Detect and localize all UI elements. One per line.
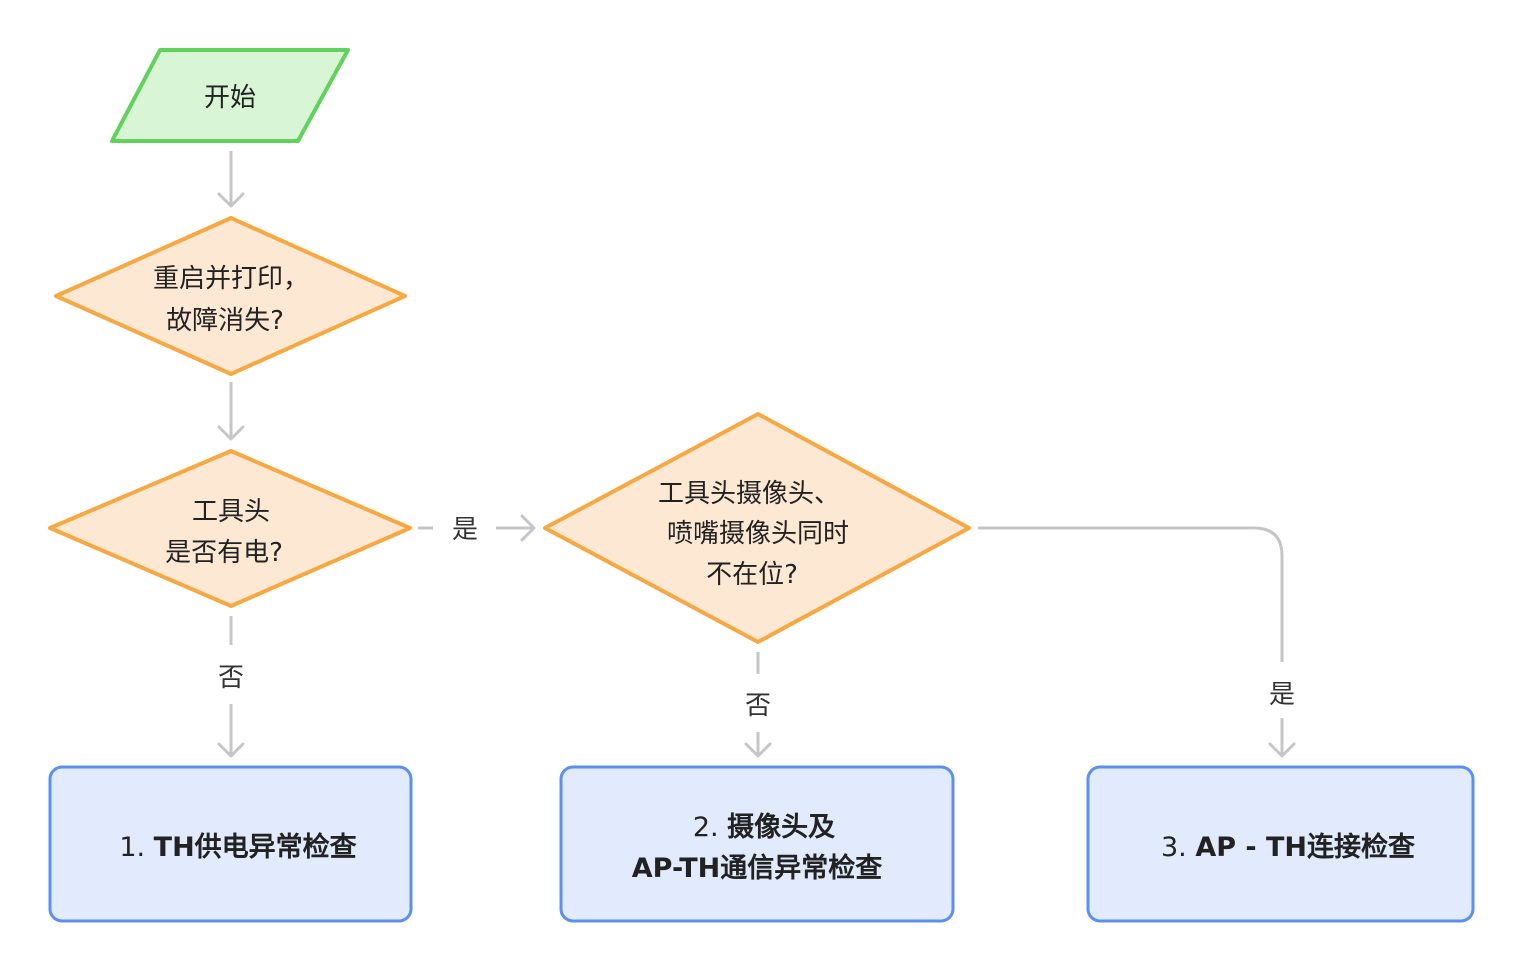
check3-label: 3. AP - TH连接检查 [1161,831,1415,863]
restart-decision-line2: 故障消失? [166,306,284,336]
edge-power-no: 否 [217,616,245,758]
check1-node: 1. TH供电异常检查 [48,765,413,923]
check2-node: 2. 摄像头及 AP-TH通信异常检查 [559,765,955,923]
power-decision-node: 工具头 是否有电? [48,449,412,608]
camera-decision-line2: 喷嘴摄像头同时 [667,519,849,549]
edge-restart-to-power [217,382,245,441]
edge-label-power-no: 否 [218,663,244,693]
camera-decision-node: 工具头摄像头、 喷嘴摄像头同时 不在位? [543,412,971,644]
edge-label-camera-no: 否 [745,691,771,721]
edge-power-yes: 是 [418,514,536,545]
restart-decision-line1: 重启并打印， [153,264,309,294]
check2-prefix: 2. [693,812,727,843]
check2-title-line1: 摄像头及 [727,812,835,843]
check3-title: AP - TH连接检查 [1195,831,1415,863]
power-decision-line2: 是否有电? [165,538,283,568]
edge-camera-yes: 是 [978,526,1296,758]
check2-title-line2: AP-TH通信异常检查 [632,852,882,884]
check1-title: TH供电异常检查 [154,831,357,863]
restart-decision-node: 重启并打印， 故障消失? [54,216,407,376]
edge-camera-no: 否 [744,652,772,758]
start-label: 开始 [204,83,256,113]
edge-label-camera-yes: 是 [1269,680,1295,710]
edge-start-to-restart [217,151,245,208]
camera-decision-line1: 工具头摄像头、 [658,479,840,509]
check1-prefix: 1. [119,832,153,863]
edge-label-power-yes: 是 [452,515,478,545]
camera-decision-line3: 不在位? [706,560,798,590]
check1-label: 1. TH供电异常检查 [119,831,356,863]
check2-label-line1: 2. 摄像头及 [693,812,835,843]
start-node: 开始 [110,48,350,143]
check3-prefix: 3. [1161,832,1195,863]
check3-node: 3. AP - TH连接检查 [1086,765,1475,923]
power-decision-line1: 工具头 [192,497,270,527]
